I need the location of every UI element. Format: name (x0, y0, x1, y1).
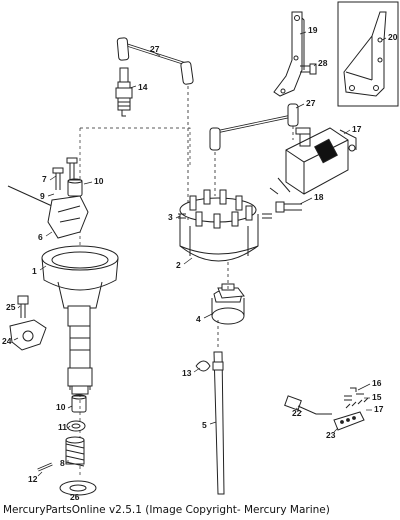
wiring-harness-connector (284, 395, 365, 431)
callout-15: 15 (372, 392, 382, 402)
cap-screws (178, 213, 272, 219)
callout-26: 26 (70, 492, 80, 500)
screws-and-spacers (52, 157, 83, 197)
callout-24: 24 (2, 336, 12, 346)
distributor-gasket (59, 480, 97, 496)
callout-23: 23 (326, 430, 336, 440)
coil-wire (209, 103, 299, 151)
hold-down-bolt (17, 295, 29, 318)
callout-22: 22 (292, 408, 302, 418)
coil-bolt (275, 201, 302, 213)
callout-27-lower: 27 (306, 98, 316, 108)
drive-gear (65, 436, 85, 467)
ignition-coil (269, 127, 357, 195)
retaining-clip (195, 360, 211, 372)
callout-20: 19 (308, 25, 318, 35)
hold-down-clamp (9, 319, 47, 351)
callout-11: 11 (58, 422, 67, 432)
bracket-detail-inset (337, 1, 399, 107)
callout-21: 20 (388, 32, 398, 42)
callout-17: 17 (374, 404, 384, 414)
shaft-spacer (71, 394, 87, 413)
spark-plug (115, 67, 133, 117)
distributor-housing (41, 245, 119, 395)
callout-13: 13 (182, 368, 192, 378)
callout-12: 12 (28, 474, 38, 484)
callout-16: 16 (372, 378, 382, 388)
callout-10-upper: 10 (94, 176, 104, 186)
callout-19: 18 (314, 192, 324, 202)
rotor (211, 283, 245, 325)
callout-14: 14 (138, 82, 148, 92)
callout-4: 4 (196, 314, 201, 324)
callout-2: 2 (176, 260, 181, 270)
callout-8: 8 (60, 458, 65, 468)
callout-18: 17 (352, 124, 362, 134)
copyright-footer: MercuryPartsOnline v2.5.1 (Image Copyrig… (3, 504, 330, 516)
callout-3: 3 (168, 212, 173, 222)
pickup-module (7, 185, 89, 239)
callout-1: 1 (32, 266, 37, 276)
callout-10-lower: 10 (56, 402, 66, 412)
thrust-washer (66, 420, 86, 432)
coil-mounting-bracket (273, 11, 305, 97)
callout-7: 7 (42, 174, 47, 184)
callout-25: 25 (6, 302, 16, 312)
callout-28: 28 (318, 58, 328, 68)
roll-pin (37, 462, 53, 472)
bracket-bolt (300, 63, 317, 75)
callout-5: 5 (202, 420, 207, 430)
distributor-exploded-diagram: 27 14 19 20 28 27 17 18 3 2 4 13 5 7 10 … (2, 1, 399, 500)
callout-27-upper: 27 (150, 44, 160, 54)
distributor-cap (179, 189, 259, 262)
callout-6: 6 (38, 232, 43, 242)
distributor-shaft (212, 351, 225, 495)
callout-9: 9 (40, 191, 45, 201)
terminal-screws (344, 387, 369, 409)
spark-plug-wire-upper (116, 37, 194, 85)
